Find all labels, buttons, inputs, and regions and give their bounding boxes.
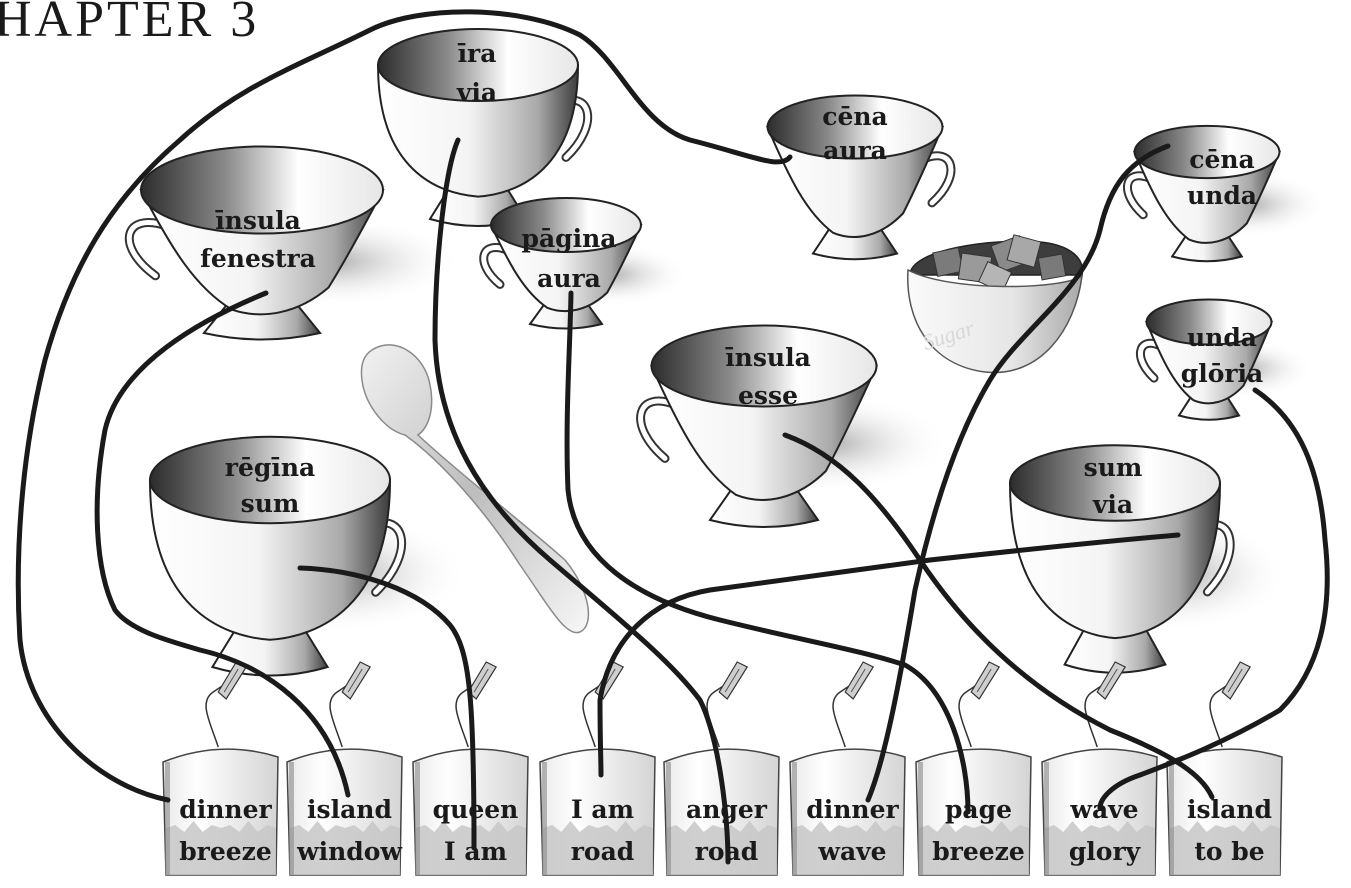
connector-pagina-aura-to-page-breeze [564,290,971,815]
cup-label-line2: esse [738,381,798,410]
teacup-regina-sum: rēgīna sum [148,435,468,677]
cup-label-line1: cēna [1189,145,1255,174]
teabag-dinner-breeze: dinner breeze [162,661,279,876]
teabag-label-line1: island [1187,795,1272,824]
teabag-label-line2: breeze [179,837,272,866]
connector-cena-aura-to-dinner-breeze [15,9,793,803]
cup-label-line2: aura [537,264,601,293]
cup-label-line2: via [456,78,497,107]
teabag-label-line2: breeze [932,837,1025,866]
teacup-ira-via: īra via [376,28,593,227]
teacup-pagina-aura: pāgina aura [479,197,690,330]
teabag-island-window: island window [286,661,403,876]
cup-label-line1: īnsula [215,206,301,235]
cup-label-line2: glōria [1181,359,1264,388]
cup-label-line2: via [1092,490,1133,519]
teabag-dinner-wave: dinner wave [789,661,906,876]
connector-ira-via-to-anger-road [432,137,731,865]
teacup-insula-fenestra: īnsula fenestra [124,145,462,341]
teacup-sum-via: sum via [1008,444,1289,674]
cup-label-line1: īra [458,39,497,68]
connector-regina-sum-to-queen-i-am [297,565,477,851]
cup-label-line2: aura [823,136,887,165]
teabag-label-line1: dinner [179,795,272,824]
teacup-cena-unda: cēna unda [1123,124,1327,263]
teabag-label-line2: glory [1069,837,1142,866]
cup-label-line2: fenestra [200,244,316,273]
cup-label-line2: unda [1187,181,1257,210]
chapter-heading: HAPTER 3 [0,0,259,48]
teabag-label-line2: wave [817,837,886,866]
teabag-label-line2: road [571,837,635,866]
connector-unda-gloria-to-wave-glory [1097,387,1330,811]
teabag-page-breeze: page breeze [915,661,1032,876]
connector-insula-fenestra-to-island-window [94,290,351,798]
cup-label-line1: rēgīna [225,453,315,482]
teabag-label-line2: to be [1194,837,1264,866]
teacup-unda-gloria: unda glōria [1135,298,1313,421]
teacup-insula-esse: īnsula esse [636,324,950,528]
cup-label-line1: īnsula [725,343,811,372]
connector-sum-via-to-i-am-road [597,532,1181,778]
connector-insula-esse-to-island-to-be [782,432,1215,800]
connector-cena-unda-to-dinner-wave [865,143,1171,803]
cup-label-line2: sum [241,489,300,518]
cup-label-line1: cēna [822,102,888,131]
cup-label-line1: unda [1187,323,1257,352]
teabag-label-line1: I am [571,795,634,824]
teabag-label-line1: dinner [806,795,899,824]
teacup-cena-aura: cēna aura [765,94,956,261]
spoon-illustration [360,344,590,634]
teabag-label-line2: window [296,837,403,866]
teabag-label-line1: island [307,795,392,824]
sugar-bowl-illustration: Sugar [907,234,1084,374]
teabag-label-line1: page [945,795,1012,824]
cup-label-line1: pāgina [521,224,616,253]
cup-label-line1: sum [1084,453,1143,482]
teabag-i-am-road: I am road [539,661,656,876]
teabag-island-to-be: island to be [1166,661,1283,876]
